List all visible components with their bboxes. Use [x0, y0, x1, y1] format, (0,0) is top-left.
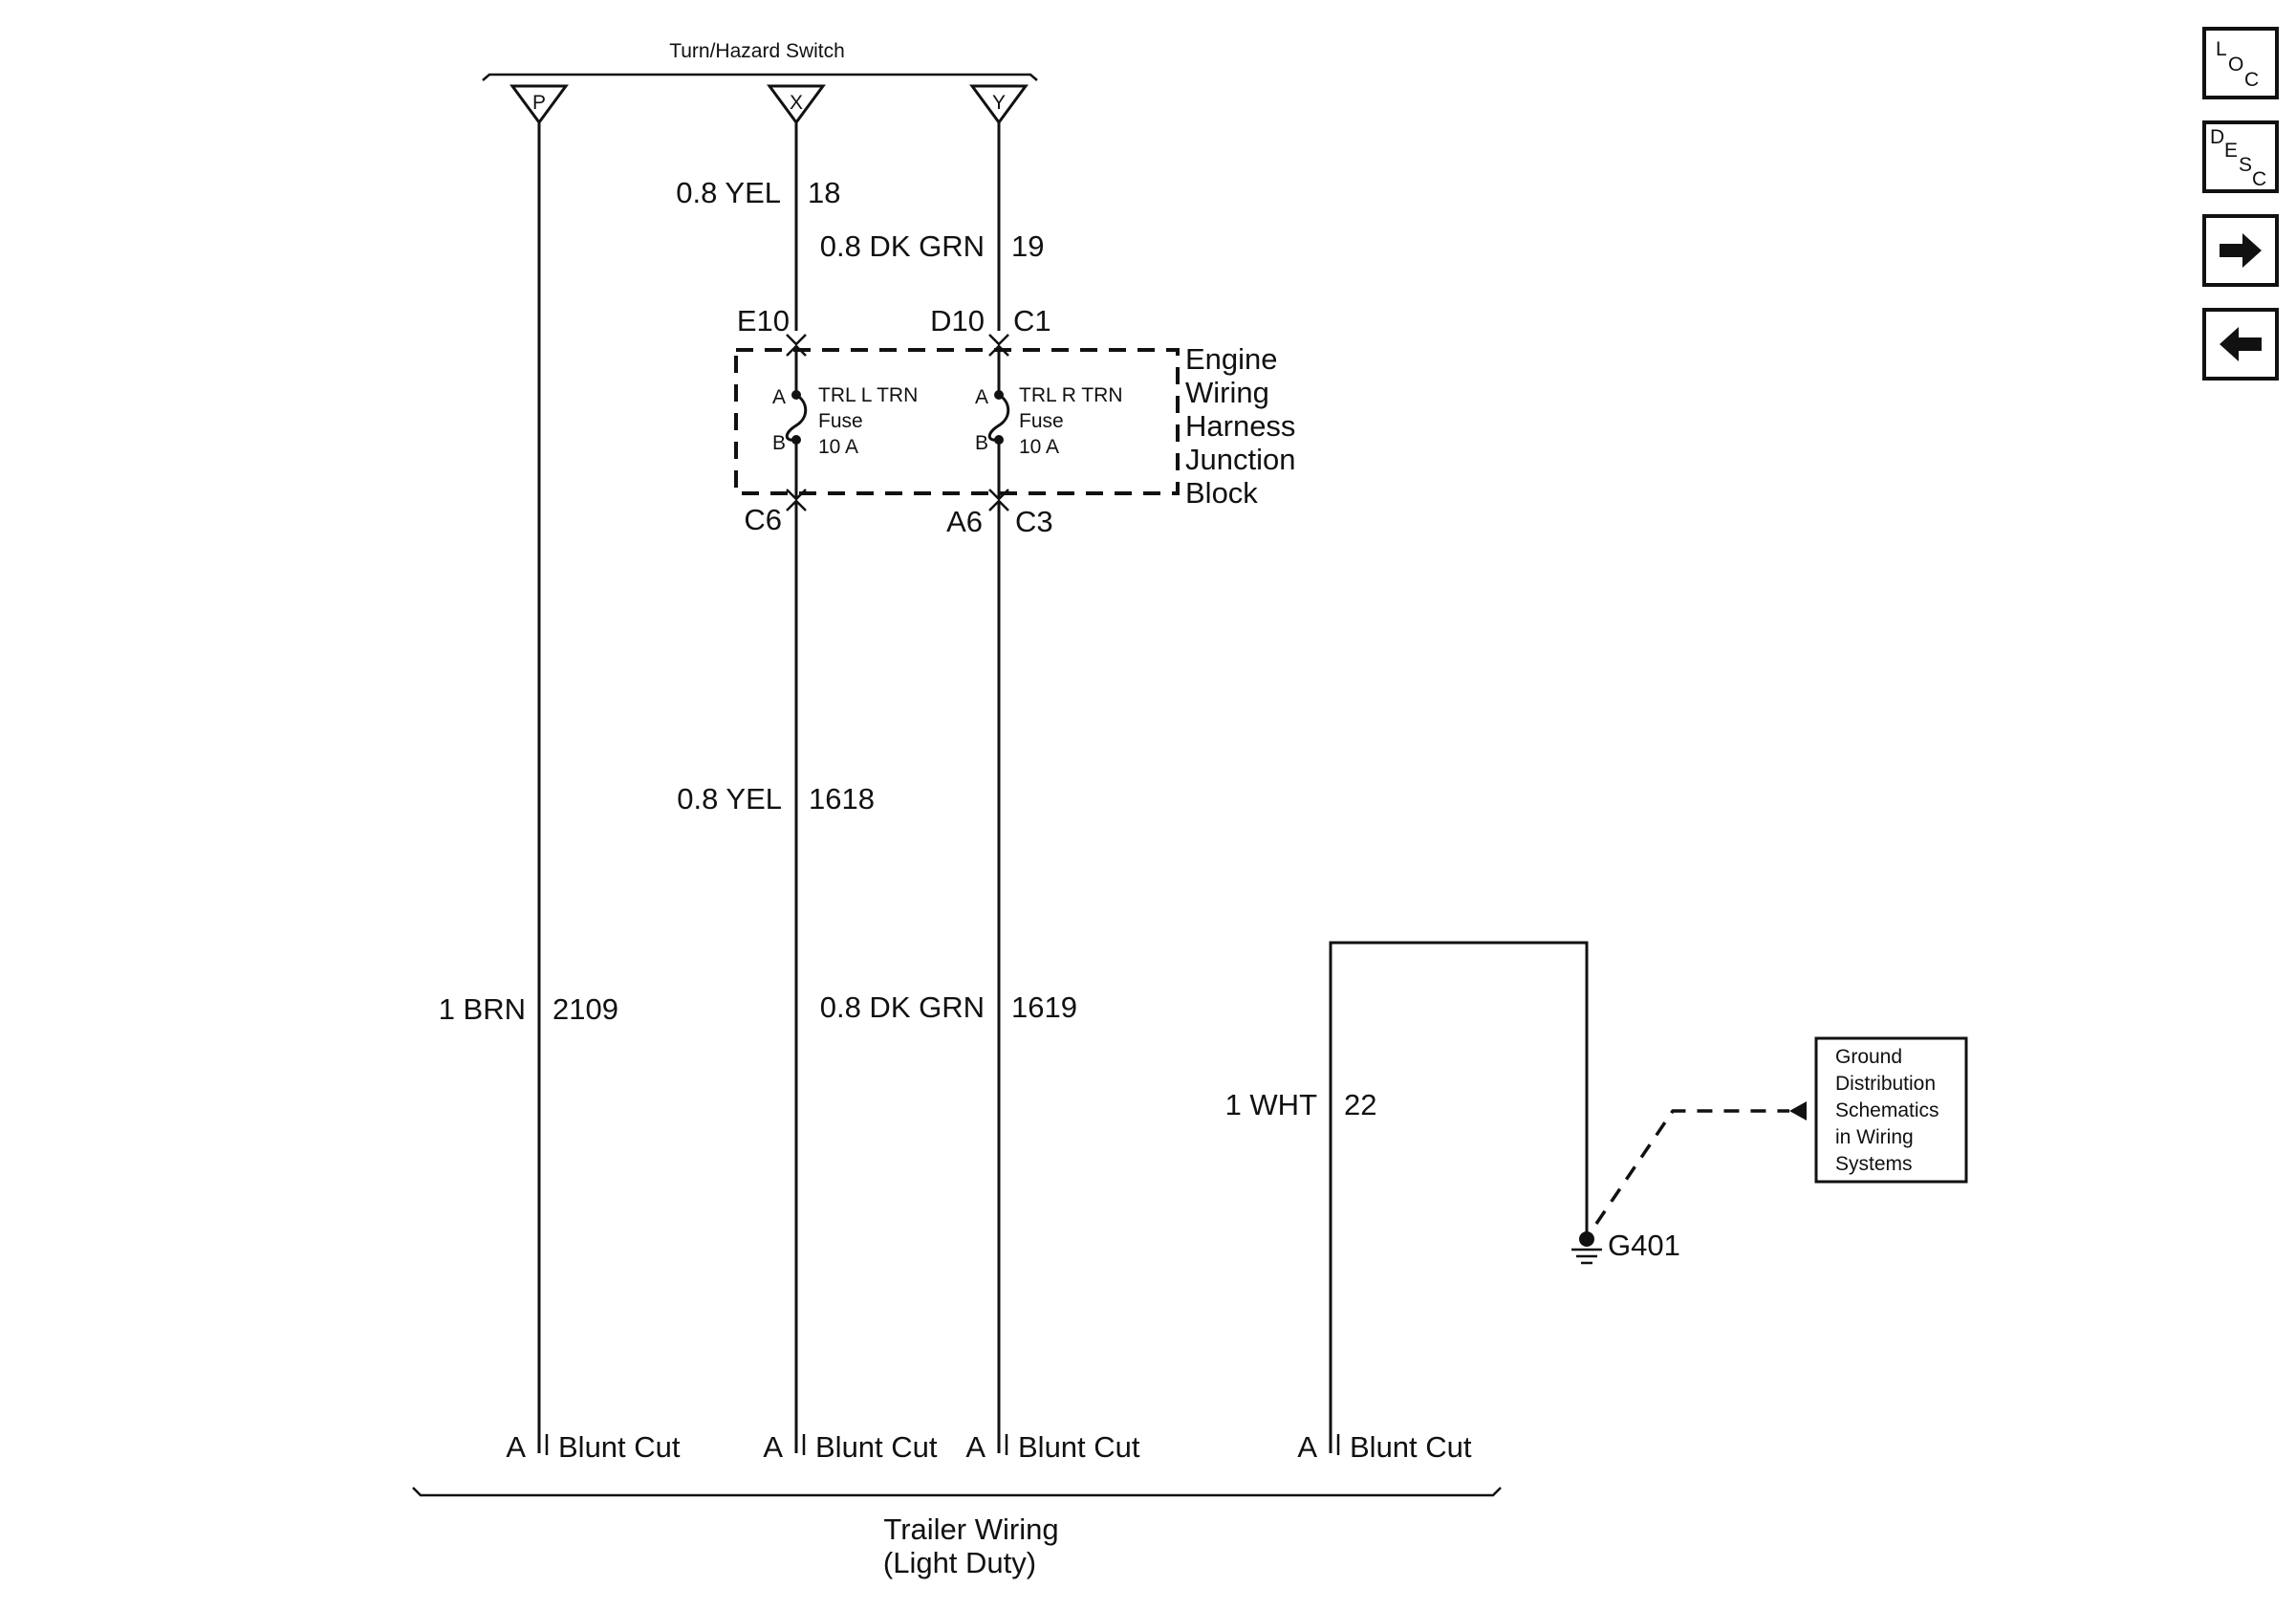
svg-text:O: O — [2228, 54, 2243, 76]
svg-text:S: S — [2239, 154, 2252, 176]
svg-text:Blunt Cut: Blunt Cut — [1018, 1430, 1140, 1464]
svg-text:B: B — [772, 432, 786, 454]
svg-text:in Wiring: in Wiring — [1835, 1126, 1914, 1148]
wire-18-color: 0.8 YEL — [676, 176, 781, 209]
svg-text:A: A — [965, 1430, 986, 1464]
fuse-r-rating: 10 A — [1019, 436, 1059, 458]
ground-label: G401 — [1608, 1229, 1680, 1262]
svg-text:Blunt Cut: Blunt Cut — [815, 1430, 938, 1464]
svg-text:X: X — [790, 92, 803, 114]
ground-icon — [1579, 1231, 1594, 1247]
arrow-right-icon — [2220, 233, 2262, 268]
switch-title: Turn/Hazard Switch — [669, 40, 845, 62]
fuse-l-name: TRL L TRN — [818, 384, 918, 406]
svg-text:Ground: Ground — [1835, 1046, 1902, 1068]
arrow-left-icon — [2220, 327, 2262, 361]
svg-text:A: A — [1297, 1430, 1317, 1464]
svg-text:Schematics: Schematics — [1835, 1099, 1939, 1121]
svg-text:A: A — [763, 1430, 783, 1464]
connector-c6: C6 — [744, 503, 782, 536]
svg-text:P: P — [532, 92, 546, 114]
ground-reference-leader — [1594, 1109, 1789, 1225]
wire-22 — [1329, 941, 1589, 1453]
trailer-bracket — [412, 1487, 1502, 1497]
wire-19-circuit: 19 — [1011, 229, 1044, 263]
svg-text:A: A — [772, 386, 786, 408]
turn-hazard-switch: Turn/Hazard Switch P X Y — [482, 40, 1038, 125]
trailer-subtitle: (Light Duty) — [883, 1546, 1036, 1579]
switch-pin-x: X — [767, 84, 826, 125]
connector-a6: A6 — [946, 505, 983, 538]
fuse-r-name: TRL R TRN — [1019, 384, 1123, 406]
terminal-wht: A Blunt Cut — [1297, 1430, 1472, 1464]
junction-title-1: Engine — [1185, 342, 1278, 376]
wire-1619-circuit: 1619 — [1011, 990, 1077, 1024]
loc-button[interactable]: L O C — [2202, 27, 2279, 99]
wire-19-color: 0.8 DK GRN — [820, 229, 985, 263]
svg-text:D: D — [2210, 126, 2224, 148]
svg-text:C: C — [2252, 168, 2266, 190]
connector-e10: E10 — [737, 304, 790, 337]
fuse-r-type: Fuse — [1019, 410, 1064, 432]
terminal-dk-grn: A Blunt Cut — [965, 1430, 1140, 1464]
switch-pin-p: P — [509, 84, 569, 125]
fuse-l-type: Fuse — [818, 410, 863, 432]
desc-button[interactable]: D E S C — [2202, 120, 2279, 193]
wire-22-color: 1 WHT — [1225, 1088, 1318, 1121]
bottom-connector-chevrons — [786, 489, 1009, 501]
svg-text:Y: Y — [992, 92, 1006, 114]
terminal-yel: A Blunt Cut — [763, 1430, 938, 1464]
ground-distribution-reference[interactable]: Ground Distribution Schematics in Wiring… — [1814, 1036, 1968, 1184]
wire-22-circuit: 22 — [1344, 1088, 1376, 1121]
svg-text:E: E — [2224, 140, 2238, 162]
trailer-title: Trailer Wiring — [883, 1512, 1058, 1546]
wires — [537, 122, 1589, 1453]
top-connector-chevrons — [786, 334, 1009, 346]
fuse-trl-r-trn: A B TRL R TRN Fuse 10 A — [975, 348, 1123, 497]
wire-18-circuit: 18 — [808, 176, 840, 209]
ground-g401: G401 — [1571, 1229, 1680, 1265]
svg-text:Blunt Cut: Blunt Cut — [558, 1430, 681, 1464]
trailer-wiring: Trailer Wiring (Light Duty) — [412, 1487, 1502, 1579]
connector-c1: C1 — [1013, 304, 1051, 337]
wire-2109-circuit: 2109 — [552, 992, 618, 1026]
svg-text:A: A — [506, 1430, 526, 1464]
junction-title-3: Harness — [1185, 409, 1295, 443]
fuse-trl-l-trn: A B TRL L TRN Fuse 10 A — [772, 348, 918, 497]
terminal-brn: A Blunt Cut — [506, 1430, 681, 1464]
junction-title-5: Block — [1185, 476, 1258, 510]
svg-text:Systems: Systems — [1835, 1153, 1913, 1175]
leader-arrow-icon — [1789, 1101, 1807, 1120]
svg-text:B: B — [975, 432, 988, 454]
engine-wiring-harness-junction-block: E10 D10 C1 C6 A6 C3 A B TRL L TRN Fuse 1… — [734, 304, 1295, 538]
next-button[interactable] — [2202, 214, 2279, 287]
connector-d10: D10 — [930, 304, 985, 337]
svg-text:C: C — [2244, 69, 2259, 91]
switch-pin-y: Y — [969, 84, 1029, 125]
svg-text:Blunt Cut: Blunt Cut — [1350, 1430, 1472, 1464]
wire-1619-color: 0.8 DK GRN — [820, 990, 985, 1024]
connector-c3: C3 — [1015, 505, 1053, 538]
junction-title-2: Wiring — [1185, 376, 1269, 409]
wire-1618-color: 0.8 YEL — [677, 782, 782, 816]
junction-block-outline — [734, 348, 1180, 495]
fuse-l-rating: 10 A — [818, 436, 858, 458]
prev-button[interactable] — [2202, 308, 2279, 381]
wire-2109-color: 1 BRN — [439, 992, 526, 1026]
switch-bracket — [482, 73, 1038, 81]
svg-text:A: A — [975, 386, 988, 408]
svg-text:Distribution: Distribution — [1835, 1073, 1936, 1095]
wire-1618-circuit: 1618 — [809, 782, 875, 816]
svg-text:L: L — [2216, 38, 2227, 60]
junction-title-4: Junction — [1185, 443, 1295, 476]
